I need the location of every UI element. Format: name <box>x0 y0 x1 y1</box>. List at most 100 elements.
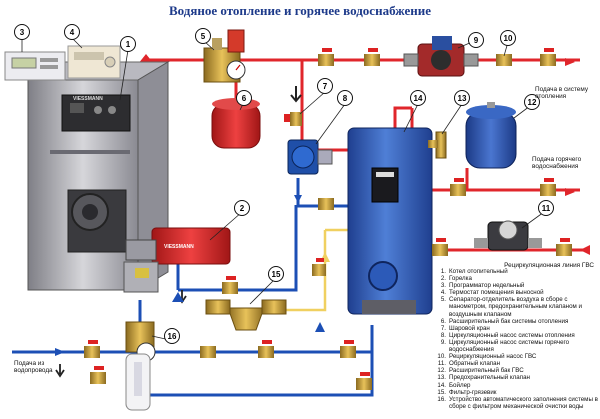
return-pipe-low <box>178 205 298 292</box>
legend-number: 5. <box>440 296 446 304</box>
legend-item: 13.Предохранительный клапан <box>432 374 598 381</box>
cold-pipe-bottom <box>138 352 374 397</box>
valve-icon <box>318 198 334 210</box>
boiler-logo: VIESSMANN <box>73 96 103 102</box>
legend-text: Котел отопительный <box>449 268 508 275</box>
legend-item: 9.Циркуляционный насос системы горячего … <box>432 339 598 353</box>
hot-water-boiler <box>347 127 433 315</box>
valve-icon <box>90 366 106 384</box>
legend-text: Обратный клапан <box>449 360 501 368</box>
legend-text: Фильтр-грязевик <box>449 388 497 396</box>
callout-number: 7 <box>323 82 328 91</box>
callout-1: 1 <box>120 36 136 52</box>
legend-number: 2. <box>440 275 446 283</box>
burner <box>123 227 231 293</box>
valve-icon <box>364 48 380 66</box>
legend-number: 16. <box>437 395 446 403</box>
arrow-icon <box>315 322 325 332</box>
heating-circ-pump <box>403 36 479 77</box>
callout-13: 13 <box>454 90 470 106</box>
legend-number: 7. <box>440 324 446 332</box>
air-separator <box>203 29 246 83</box>
legend-number: 13. <box>437 374 446 382</box>
legend-item: 16.Устройство автоматического заполнения… <box>432 396 598 410</box>
callout-number: 11 <box>542 204 551 213</box>
valve-icon <box>258 340 274 358</box>
filter-icon <box>205 299 287 331</box>
callout-lines <box>21 37 545 341</box>
legend-number: 3. <box>440 282 446 290</box>
legend-text: Горелка <box>449 275 472 283</box>
legend-number: 4. <box>440 289 446 297</box>
legend-number: 15. <box>437 388 446 396</box>
valve-icon <box>556 238 572 256</box>
label-hot-water-supply: Подача горячего водоснабжения <box>532 156 582 171</box>
callout-10: 10 <box>500 30 516 46</box>
legend-text: Циркуляционный насос системы горячего во… <box>449 338 570 354</box>
arrow-icon <box>565 58 575 66</box>
callout-5: 5 <box>195 28 211 44</box>
callout-9: 9 <box>468 32 484 48</box>
legend-item: 11.Обратный клапан <box>432 360 598 367</box>
legend-number: 9. <box>440 338 446 346</box>
burner-brand: VIESSMANN <box>164 244 194 250</box>
callout-number: 6 <box>242 94 247 103</box>
legend-text: Рециркуляционный насос ГВС <box>449 353 537 361</box>
label-to-heating: Подача в систему отопления <box>535 86 589 101</box>
legend-text: Шаровой кран <box>449 324 490 332</box>
legend-text: Устройство автоматического заполнения си… <box>449 395 598 410</box>
legend-text: Термостат помещения выносной <box>449 289 544 297</box>
arrow-icon <box>172 292 184 302</box>
callout-16: 16 <box>164 328 180 344</box>
callout-4: 4 <box>64 24 80 40</box>
callout-number: 13 <box>458 94 467 103</box>
valve-icon <box>540 48 556 66</box>
valve-icon <box>222 276 238 294</box>
callout-15: 15 <box>268 266 284 282</box>
legend-item: 5.Сепаратор-отделитель воздуха в сборе с… <box>432 296 598 317</box>
callout-7: 7 <box>317 78 333 94</box>
valve-icon <box>540 178 556 196</box>
legend-item: 2.Горелка <box>432 275 598 282</box>
check-valve <box>496 54 512 66</box>
programmer <box>4 51 66 81</box>
dhw-expansion-tank <box>465 102 517 169</box>
legend-item: 12.Расширительный бак ГВС <box>432 367 598 374</box>
legend-number: 12. <box>437 367 446 375</box>
legend-number: 14. <box>437 381 446 389</box>
legend-number: 8. <box>440 331 446 339</box>
valve-icon <box>450 178 466 196</box>
valve-icon <box>496 54 512 66</box>
callout-number: 16 <box>168 332 177 341</box>
arrow-icon <box>294 195 302 203</box>
legend-text: Программатор недельный <box>449 282 525 290</box>
callout-number: 8 <box>343 94 348 103</box>
arrow-icon <box>580 245 590 255</box>
label-recirc-line: Рециркуляционная линия ГВС <box>504 262 594 269</box>
arrow-icon <box>290 86 302 103</box>
legend-text: Сепаратор-отделитель воздуха в сборе с м… <box>449 296 582 318</box>
diagram-title: Водяное отопление и горячее водоснабжени… <box>168 3 432 18</box>
room-thermostat <box>67 45 121 79</box>
callout-number: 15 <box>272 270 281 279</box>
valve-icon <box>356 372 372 390</box>
legend-item: 15.Фильтр-грязевик <box>432 389 598 396</box>
legend-number: 1. <box>440 268 446 275</box>
valve-icon <box>432 238 448 256</box>
legend-text: Предохранительный клапан <box>449 374 530 382</box>
callout-number: 2 <box>240 204 245 213</box>
legend-item: 7.Шаровой кран <box>432 325 598 332</box>
legend-number: 11. <box>437 360 446 368</box>
legend-item: 1.Котел отопительный <box>432 268 598 275</box>
legend-item: 4.Термостат помещения выносной <box>432 289 598 296</box>
callout-number: 1 <box>126 40 131 49</box>
callout-8: 8 <box>337 90 353 106</box>
callout-number: 12 <box>528 98 537 107</box>
callout-number: 10 <box>504 34 513 43</box>
valve-icon <box>200 346 216 358</box>
valve-icon <box>318 48 334 66</box>
callout-number: 14 <box>414 94 423 103</box>
safety-valve <box>428 131 447 159</box>
valve-icon <box>284 112 302 126</box>
